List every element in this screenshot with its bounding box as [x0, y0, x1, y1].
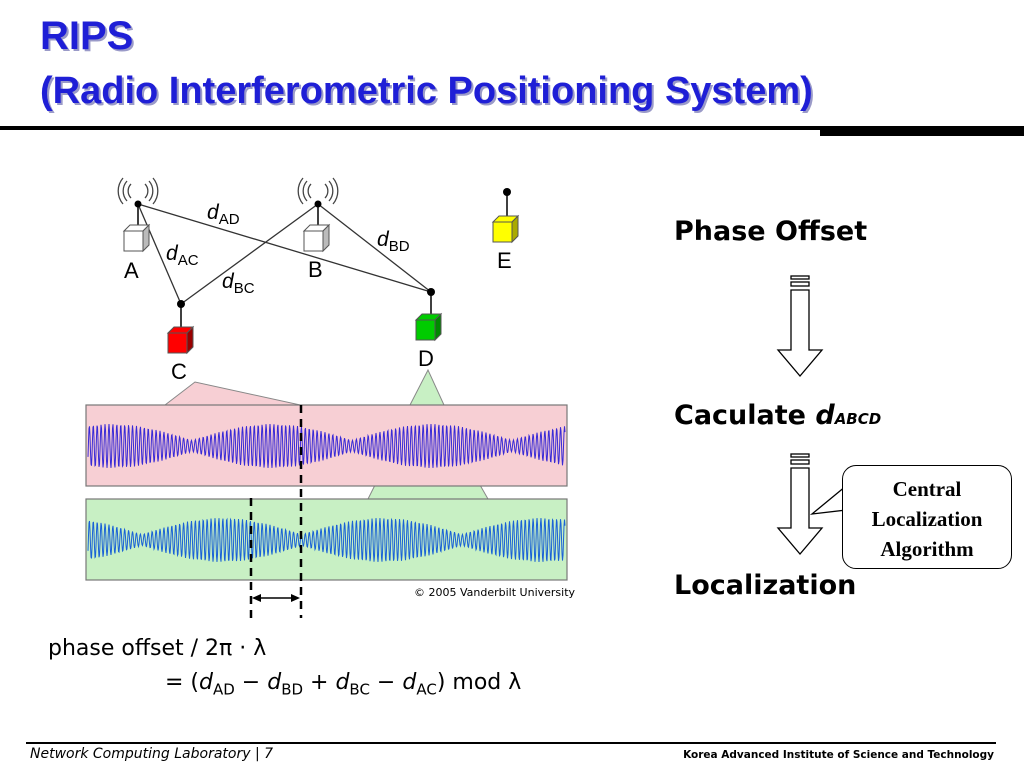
copyright-text: © 2005 Vanderbilt University	[414, 586, 576, 599]
footer-lab-name: Network Computing Laboratory | 7	[30, 746, 274, 762]
line-a-d	[137, 203, 432, 293]
distance-label-ad: dAD	[207, 201, 240, 228]
node-a-label: A	[124, 258, 139, 283]
node-d-cube	[414, 312, 443, 342]
node-e-cube	[491, 214, 520, 244]
down-arrow-2	[776, 453, 824, 556]
distance-label-bc: dBC	[222, 270, 255, 297]
callout-line-2: Localization	[871, 507, 983, 531]
node-c-cube	[166, 325, 195, 355]
antenna-icon	[117, 177, 159, 205]
footer-institution: Korea Advanced Institute of Science and …	[683, 749, 994, 761]
flow-arrows	[776, 275, 847, 556]
slide-title: RIPS	[40, 14, 134, 58]
line-a-c	[137, 203, 182, 305]
node-b-cube	[302, 223, 331, 253]
node-b-label: B	[308, 257, 323, 282]
line-b-d	[317, 203, 432, 293]
distance-label-ac: dAC	[166, 242, 199, 269]
antenna-icon	[297, 177, 339, 205]
callout-line-3: Algorithm	[880, 537, 974, 561]
bottom-band-peak	[409, 368, 445, 406]
title-divider	[0, 126, 1024, 130]
top-wave-path	[87, 423, 566, 469]
distance-label-bd: dBD	[377, 228, 410, 255]
slide-subtitle: (Radio Interferometric Positioning Syste…	[40, 70, 813, 112]
node-d-label: D	[418, 346, 434, 371]
footer-divider	[26, 742, 996, 744]
step-calculate: Caculate dABCD	[674, 400, 882, 431]
title-divider-accent	[820, 126, 1024, 136]
bottom-wave	[87, 517, 566, 563]
central-localization-callout: Central Localization Algorithm	[842, 465, 1012, 569]
rips-diagram: © 2005 Vanderbilt University	[85, 177, 576, 618]
step-localization: Localization	[674, 570, 857, 601]
arrow-head-left	[252, 594, 261, 602]
node-c-label: C	[171, 359, 187, 384]
step-phase-offset: Phase Offset	[674, 216, 868, 247]
node-e-label: E	[497, 248, 512, 273]
callout-pointer	[809, 484, 847, 515]
arrow-head-right	[291, 594, 300, 602]
bottom-wave-path	[87, 517, 566, 563]
node-a-cube	[122, 223, 151, 253]
line-b-c	[180, 203, 319, 305]
bottom-band-peak-2	[367, 484, 489, 500]
down-arrow-1	[776, 275, 824, 378]
top-band-peak	[164, 381, 306, 409]
formula-line-2: = (dAD − dBD + dBC − dAC) mod λ	[165, 670, 522, 699]
top-wave	[87, 423, 566, 469]
callout-line-1: Central	[892, 477, 962, 501]
formula-line-1: phase offset / 2π · λ	[48, 636, 267, 661]
